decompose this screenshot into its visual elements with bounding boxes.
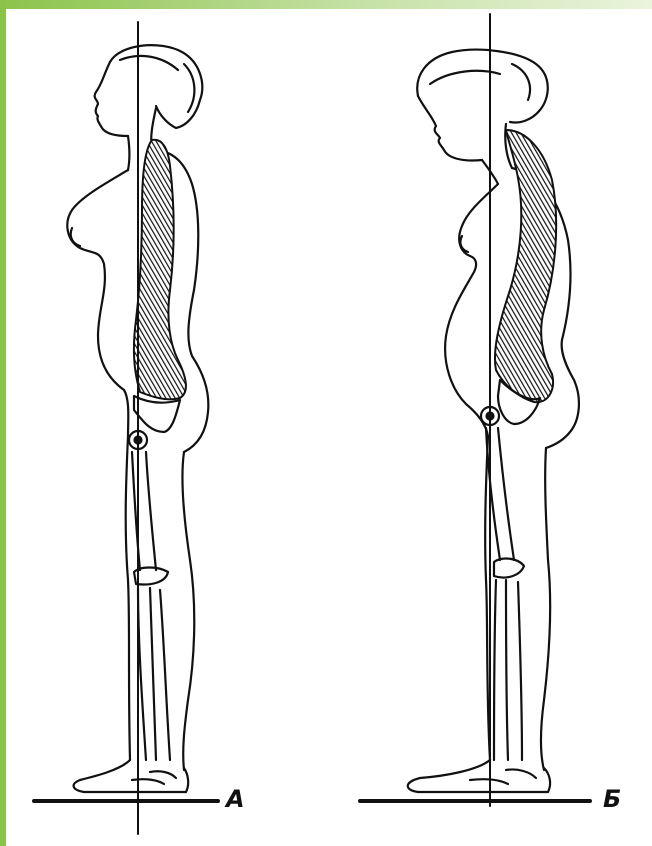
figure-a-face-profile <box>95 62 128 136</box>
figure-a-tibia <box>138 588 156 760</box>
figure-a-femur <box>132 452 156 570</box>
figure-b-label: Б <box>603 785 621 813</box>
figure-b-poor-posture <box>360 14 590 806</box>
figure-a-knee-joint <box>134 568 168 585</box>
figure-b-foot <box>408 760 550 792</box>
figure-a-spine <box>134 140 186 400</box>
figure-b-hair <box>417 50 548 123</box>
figure-a-front-torso <box>67 170 128 436</box>
figure-a-label: А <box>226 785 245 813</box>
figure-b-face-profile <box>418 96 482 161</box>
figure-b-tibia <box>494 580 508 760</box>
figure-a-normal-posture <box>34 22 218 834</box>
figure-a-foot <box>74 760 189 792</box>
figure-b-spine <box>495 130 556 402</box>
figure-b-knee-joint <box>494 559 524 578</box>
